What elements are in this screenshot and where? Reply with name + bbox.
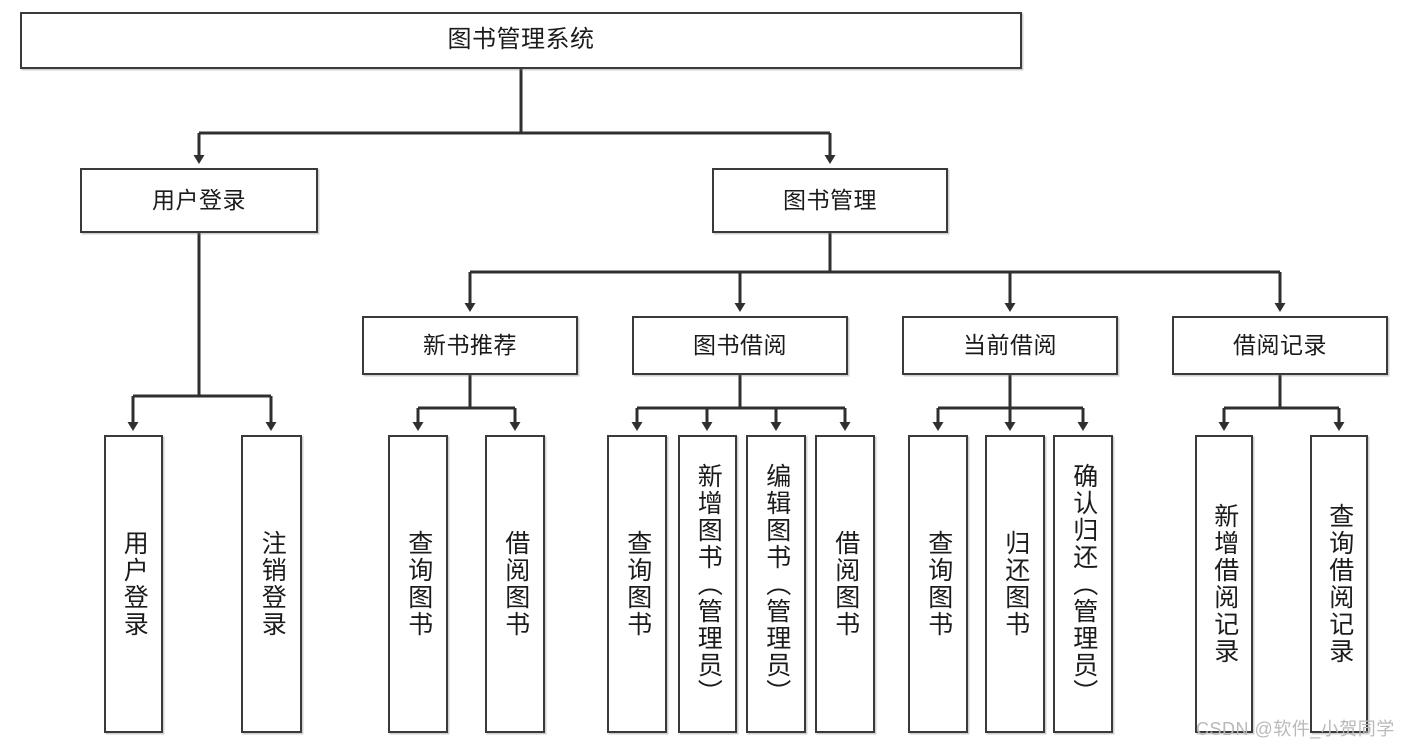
- node-current-borrow-label: 当前借阅: [963, 331, 1057, 358]
- node-leaf-borrow-book-label: 借阅图书: [831, 530, 860, 638]
- node-leaf-edit-book-admin[interactable]: 编辑图书（管理员）: [746, 435, 806, 733]
- node-root-label: 图书管理系统: [447, 26, 595, 54]
- node-new-book-recommend[interactable]: 新书推荐: [362, 316, 578, 375]
- node-leaf-query-book-borrow-label: 查询图书: [623, 530, 652, 638]
- node-leaf-query-book-current-label: 查询图书: [924, 530, 953, 638]
- node-leaf-confirm-return-admin[interactable]: 确认归还（管理员）: [1053, 435, 1113, 733]
- node-borrow-record-label: 借阅记录: [1233, 331, 1327, 358]
- node-new-book-recommend-label: 新书推荐: [423, 331, 517, 358]
- watermark: CSDN @软件_小贺同学: [1196, 719, 1395, 739]
- node-leaf-borrow-book[interactable]: 借阅图书: [815, 435, 875, 733]
- node-leaf-query-borrow-record-label: 查询借阅记录: [1325, 503, 1354, 665]
- node-book-management-label: 图书管理: [783, 186, 877, 213]
- node-leaf-user-login-label: 用户登录: [120, 530, 149, 638]
- node-root[interactable]: 图书管理系统: [20, 12, 1022, 69]
- node-leaf-add-book-admin-label: 新增图书（管理员）: [694, 462, 723, 706]
- node-borrow-record[interactable]: 借阅记录: [1172, 316, 1388, 375]
- node-leaf-query-book-current[interactable]: 查询图书: [908, 435, 968, 733]
- node-leaf-borrow-book-rec-label: 借阅图书: [501, 530, 530, 638]
- node-book-borrow-label: 图书借阅: [693, 331, 787, 358]
- node-leaf-query-book-borrow[interactable]: 查询图书: [607, 435, 667, 733]
- node-leaf-return-book[interactable]: 归还图书: [985, 435, 1045, 733]
- node-leaf-query-book-rec-label: 查询图书: [404, 530, 433, 638]
- node-leaf-add-book-admin[interactable]: 新增图书（管理员）: [678, 435, 737, 733]
- node-leaf-edit-book-admin-label: 编辑图书（管理员）: [762, 462, 791, 706]
- node-book-borrow[interactable]: 图书借阅: [632, 316, 848, 375]
- node-leaf-borrow-book-rec[interactable]: 借阅图书: [485, 435, 545, 733]
- node-leaf-query-borrow-record[interactable]: 查询借阅记录: [1310, 435, 1368, 733]
- node-user-login-label: 用户登录: [152, 186, 246, 213]
- node-book-management[interactable]: 图书管理: [712, 168, 948, 233]
- node-leaf-logout[interactable]: 注销登录: [241, 435, 302, 733]
- node-leaf-return-book-label: 归还图书: [1001, 530, 1030, 638]
- node-leaf-confirm-return-admin-label: 确认归还（管理员）: [1069, 462, 1098, 706]
- node-leaf-query-book-rec[interactable]: 查询图书: [388, 435, 448, 733]
- node-leaf-user-login[interactable]: 用户登录: [104, 435, 163, 733]
- node-current-borrow[interactable]: 当前借阅: [902, 316, 1118, 375]
- node-user-login[interactable]: 用户登录: [80, 168, 318, 233]
- node-leaf-add-borrow-record[interactable]: 新增借阅记录: [1195, 435, 1253, 733]
- node-leaf-logout-label: 注销登录: [258, 530, 287, 638]
- node-leaf-add-borrow-record-label: 新增借阅记录: [1210, 503, 1239, 665]
